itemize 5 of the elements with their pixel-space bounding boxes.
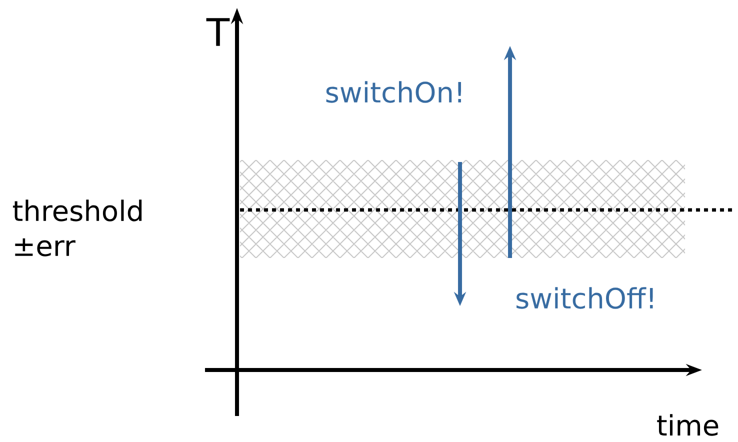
event-label: switchOff! <box>516 287 653 309</box>
axis-label: T <box>206 18 230 46</box>
event-label: switchOn! <box>326 81 461 103</box>
threshold-label: threshold ±err <box>12 200 142 256</box>
axis-label: time <box>657 414 718 436</box>
